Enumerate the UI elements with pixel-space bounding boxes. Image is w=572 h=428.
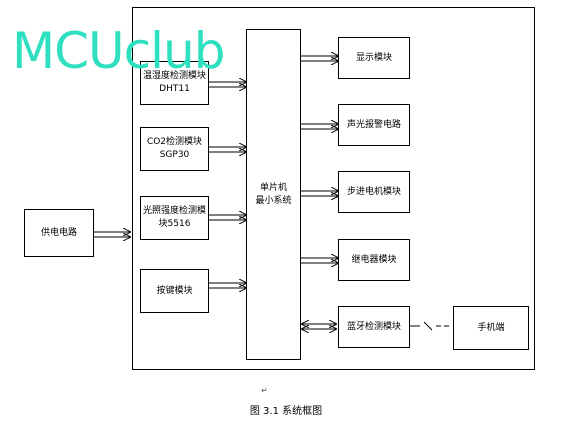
arrow-mcu-to-relay [300,258,338,263]
phone-label: 手机端 [477,322,505,333]
power-supply-label: 供电电路 [40,227,77,238]
light-module-model: 块5516 [158,219,191,229]
temp-humidity-module-model: DHT11 [159,84,190,94]
temp-humidity-module-label: 温湿度检测模块 [142,71,206,81]
mcu-label-line1: 单片机 [259,182,287,193]
arrow-power-to-system [93,232,130,237]
phone-block: 手机端 [453,306,529,350]
arrow-mcu-to-display [300,56,338,61]
co2-module-block: CO2检测模块 SGP30 [140,127,209,171]
arrow-light-to-mcu [208,215,246,220]
alarm-circuit-label: 声光报警电路 [346,119,401,130]
relay-module-label: 继电器模块 [351,254,397,265]
light-module-block: 光照强度检测模 块5516 [140,196,209,240]
arrow-keys-to-mcu [208,283,246,288]
stepper-motor-module-label: 步进电机模块 [346,186,401,197]
figure-caption: 图 3.1 系统框图 [249,406,323,417]
display-module-block: 显示模块 [338,37,410,79]
arrow-mcu-bluetooth-bidirectional [302,324,336,329]
temp-humidity-module-block: 温湿度检测模块 DHT11 [140,61,209,105]
alarm-circuit-block: 声光报警电路 [338,104,410,146]
display-module-label: 显示模块 [355,52,392,63]
arrow-temp-to-mcu [208,82,246,87]
arrow-co2-to-mcu [208,147,246,152]
light-module-label: 光照强度检测模 [142,206,206,216]
mcu-label-line2: 最小系统 [255,195,292,206]
arrow-mcu-to-stepper [300,191,338,196]
paragraph-mark-icon: ↵ [261,386,268,395]
watermark-logo: MCUclub [12,22,225,80]
keys-module-block: 按键模块 [140,269,209,313]
wireless-link-bluetooth-phone [410,321,452,331]
stepper-motor-module-block: 步进电机模块 [338,171,410,213]
relay-module-block: 继电器模块 [338,239,410,281]
arrow-mcu-to-alarm [300,124,338,129]
keys-module-label: 按键模块 [156,285,193,296]
mcu-block: 单片机 最小系统 [246,29,301,360]
co2-module-label: CO2检测模块 [146,137,203,147]
co2-module-model: SGP30 [159,150,190,160]
power-supply-block: 供电电路 [24,209,94,257]
system-frame [132,7,535,370]
bluetooth-module-label: 蓝牙检测模块 [346,321,401,332]
bluetooth-module-block: 蓝牙检测模块 [338,306,410,348]
